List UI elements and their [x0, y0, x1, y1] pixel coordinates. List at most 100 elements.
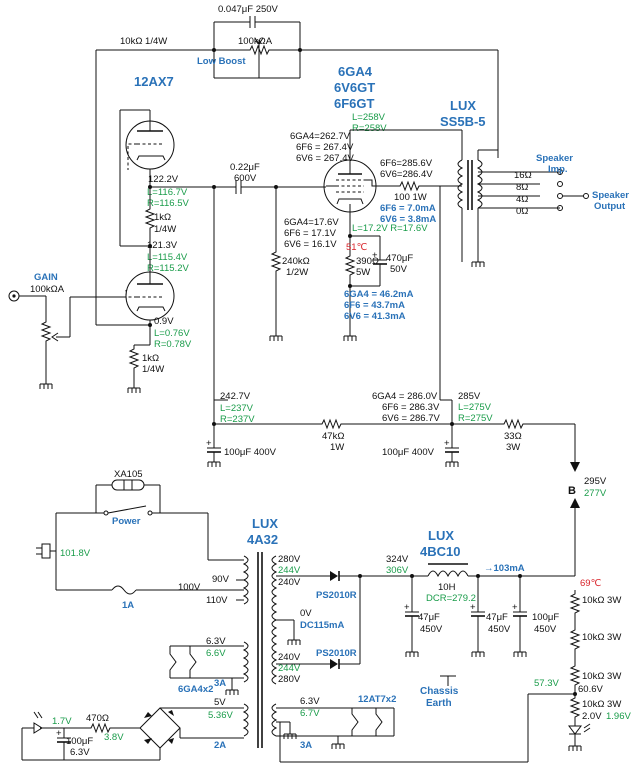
- fuse-label: 1A: [122, 600, 134, 611]
- tube-12ax7-label: 12AX7: [134, 74, 174, 89]
- r-47k: 47kΩ: [322, 431, 344, 442]
- ac-voltage: 101.8V: [60, 548, 91, 559]
- cap-100-c: 100μF: [532, 612, 559, 623]
- sec-244-lower: 244V: [278, 663, 301, 674]
- output-transformer: 16Ω 8Ω 4Ω 0Ω Speaker Imp. Speaker Output: [440, 149, 629, 268]
- bias-divider: 69℃ 10kΩ 3W 10kΩ 3W 10kΩ 3W 10kΩ 3W 60.6…: [279, 578, 631, 763]
- ac-input: XA105 Power 101.8V 1A 100V 90V 110V: [36, 469, 244, 611]
- screen-6ga4: 6GA4=262.7V: [290, 131, 351, 142]
- r-1k-lower-watt: 1/4W: [142, 364, 164, 375]
- grid-resistor-watt: 1/2W: [286, 267, 308, 278]
- choke-filter: LUX 4BC10 324V 306V 10H DCR=279.2 →103mA…: [360, 498, 580, 709]
- cap-b2: 100μF 400V: [382, 447, 435, 458]
- cathode-resistor-watt: 5W: [356, 267, 370, 278]
- choke-inductance: 10H: [438, 582, 456, 593]
- screen-6v6: 6V6 = 267.4V: [296, 153, 355, 164]
- choke-dcr: DCR=279.2: [426, 593, 476, 604]
- v1-cathode-right: R=115.2V: [147, 263, 189, 274]
- v1-plate-voltage: 122.2V: [148, 174, 179, 185]
- heater3-voltage-2: 6.7V: [300, 708, 320, 719]
- rectifier-lower: PS2010R: [316, 648, 357, 659]
- led-b-voltage: 2.0V: [582, 711, 602, 722]
- speaker-imp-label-1: Speaker: [536, 153, 573, 164]
- feedback-cap-label: 0.047μF 250V: [218, 4, 279, 15]
- heater3-tubes: 12AT7x2: [358, 694, 396, 705]
- heater1-voltage-2: 6.6V: [206, 648, 226, 659]
- divider-r3: 10kΩ 3W: [582, 671, 621, 682]
- cathode-6ga4: 6GA4=17.6V: [284, 217, 339, 228]
- power-stage: 0.22μF 600V 6GA4 6V6GT 6F6GT L=258V R=25…: [148, 64, 486, 400]
- choke-label-2: 4BC10: [420, 544, 460, 559]
- primary-100v: 100V: [178, 582, 201, 593]
- led-voltage: 1.7V: [52, 716, 72, 727]
- r-33-watt: 3W: [506, 442, 520, 453]
- v2-cathode-right: R=0.78V: [154, 339, 192, 350]
- tap-0-label: 0Ω: [516, 206, 528, 217]
- cap-47-a: 47μF: [418, 612, 440, 623]
- heater1-tubes: 6GA4x2: [178, 684, 213, 695]
- rectifier-upper: PS2010R: [316, 590, 357, 601]
- current-6v6: 6V6 = 3.8mA: [380, 214, 436, 225]
- cap-47-b: 47μF: [486, 612, 508, 623]
- heater3-current: 3A: [300, 740, 312, 751]
- speaker-output-label-2: Output: [594, 201, 626, 212]
- v2-cathode-left: L=0.76V: [154, 328, 190, 339]
- b2-6ga4: 6GA4 = 286.0V: [372, 391, 438, 402]
- cathode-cap: 470μF: [386, 253, 413, 264]
- tube-12ax7-upper: 12AX7 122.2V L=116.7V R=116.5V 1kΩ 1/4W …: [119, 74, 189, 274]
- power-plate-left: L=258V: [352, 112, 386, 123]
- choke-label-1: LUX: [428, 528, 454, 543]
- input-gain: GAIN 100kΩA: [8, 272, 70, 390]
- speaker-output-label-1: Speaker: [592, 190, 629, 201]
- grid-resistor: 240kΩ: [282, 256, 310, 267]
- b3-left: L=237V: [220, 403, 254, 414]
- r-470-voltage: 3.8V: [104, 732, 124, 743]
- primary-90v: 90V: [212, 574, 230, 585]
- cathode-current-6f6: 6F6 = 43.7mA: [344, 300, 405, 311]
- cap-100u: 100μF: [66, 736, 93, 747]
- cap-b3: 100μF 400V: [224, 447, 277, 458]
- b3-right: R=237V: [220, 414, 255, 425]
- r-47k-watt: 1W: [330, 442, 344, 453]
- node-57-3v: 57.3V: [534, 678, 559, 689]
- plus-mark-c5: +: [470, 602, 476, 613]
- v1-plate-left: L=116.7V: [147, 187, 188, 198]
- sec-244-upper: 244V: [278, 565, 301, 576]
- v1-cathode-voltage: 121.3V: [147, 240, 178, 251]
- sec-0v: 0V: [300, 608, 312, 619]
- cathode-current-6v6: 6V6 = 41.3mA: [344, 311, 406, 322]
- pt-label-1: LUX: [252, 516, 278, 531]
- output-transformer-label-2: SS5B-5: [440, 114, 486, 129]
- coupling-cap-voltage: 600V: [234, 173, 257, 184]
- gain-label: GAIN: [34, 272, 58, 283]
- heater2-current: 2A: [214, 740, 226, 751]
- power-transformer: LUX 4A32 280V 244V 240V 0V DC115mA 240V …: [242, 516, 362, 748]
- b2-left: L=275V: [458, 402, 492, 413]
- b3-voltage: 242.7V: [220, 391, 251, 402]
- plus-mark-c1: +: [206, 438, 212, 449]
- plate-6v6: 6V6=286.4V: [380, 169, 433, 180]
- divider-r1: 10kΩ 3W: [582, 595, 621, 606]
- power-plate-right: R=258V: [352, 123, 387, 134]
- r-1k-upper: 1kΩ: [154, 212, 171, 223]
- heater1-voltage: 6.3V: [206, 636, 226, 647]
- b2-voltage: 285V: [458, 391, 481, 402]
- cathode-lr: L=17.2V R=17.6V: [352, 223, 428, 234]
- plate-6f6: 6F6=285.6V: [380, 158, 433, 169]
- primary-110v: 110V: [206, 595, 228, 606]
- node-b-voltage: 295V: [584, 476, 607, 487]
- cap-100u-voltage: 6.3V: [70, 747, 90, 758]
- tap-16-label: 16Ω: [514, 170, 532, 181]
- dc-current: DC115mA: [300, 620, 344, 631]
- v1-cathode-left: L=115.4V: [147, 252, 188, 263]
- b2-right: R=275V: [458, 413, 493, 424]
- speaker-imp-label-2: Imp.: [548, 164, 568, 175]
- sec-240-lower: 240V: [278, 652, 301, 663]
- gain-pot-label: 100kΩA: [30, 284, 65, 295]
- coupling-cap-label: 0.22μF: [230, 162, 260, 173]
- screen-6f6: 6F6 = 267.4V: [296, 142, 354, 153]
- divider-temperature: 69℃: [580, 578, 602, 589]
- screen-resistor: 100 1W: [394, 192, 427, 203]
- plus-mark-c4: +: [404, 602, 410, 613]
